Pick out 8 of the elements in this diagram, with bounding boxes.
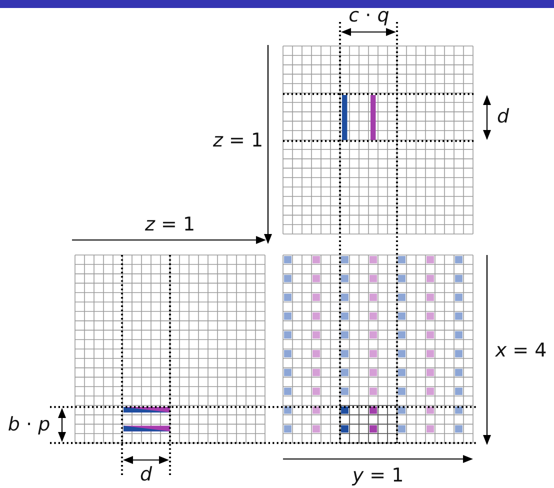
math-label: d xyxy=(140,464,152,486)
math-label: z = 1 xyxy=(144,214,196,236)
math-label: d xyxy=(496,106,510,128)
math-label: z = 1 xyxy=(212,130,264,152)
math-label: y = 1 xyxy=(352,466,404,486)
math-label: x = 4 xyxy=(495,340,547,362)
math-label: b · p xyxy=(8,414,50,436)
math-label: c · q xyxy=(348,6,390,26)
